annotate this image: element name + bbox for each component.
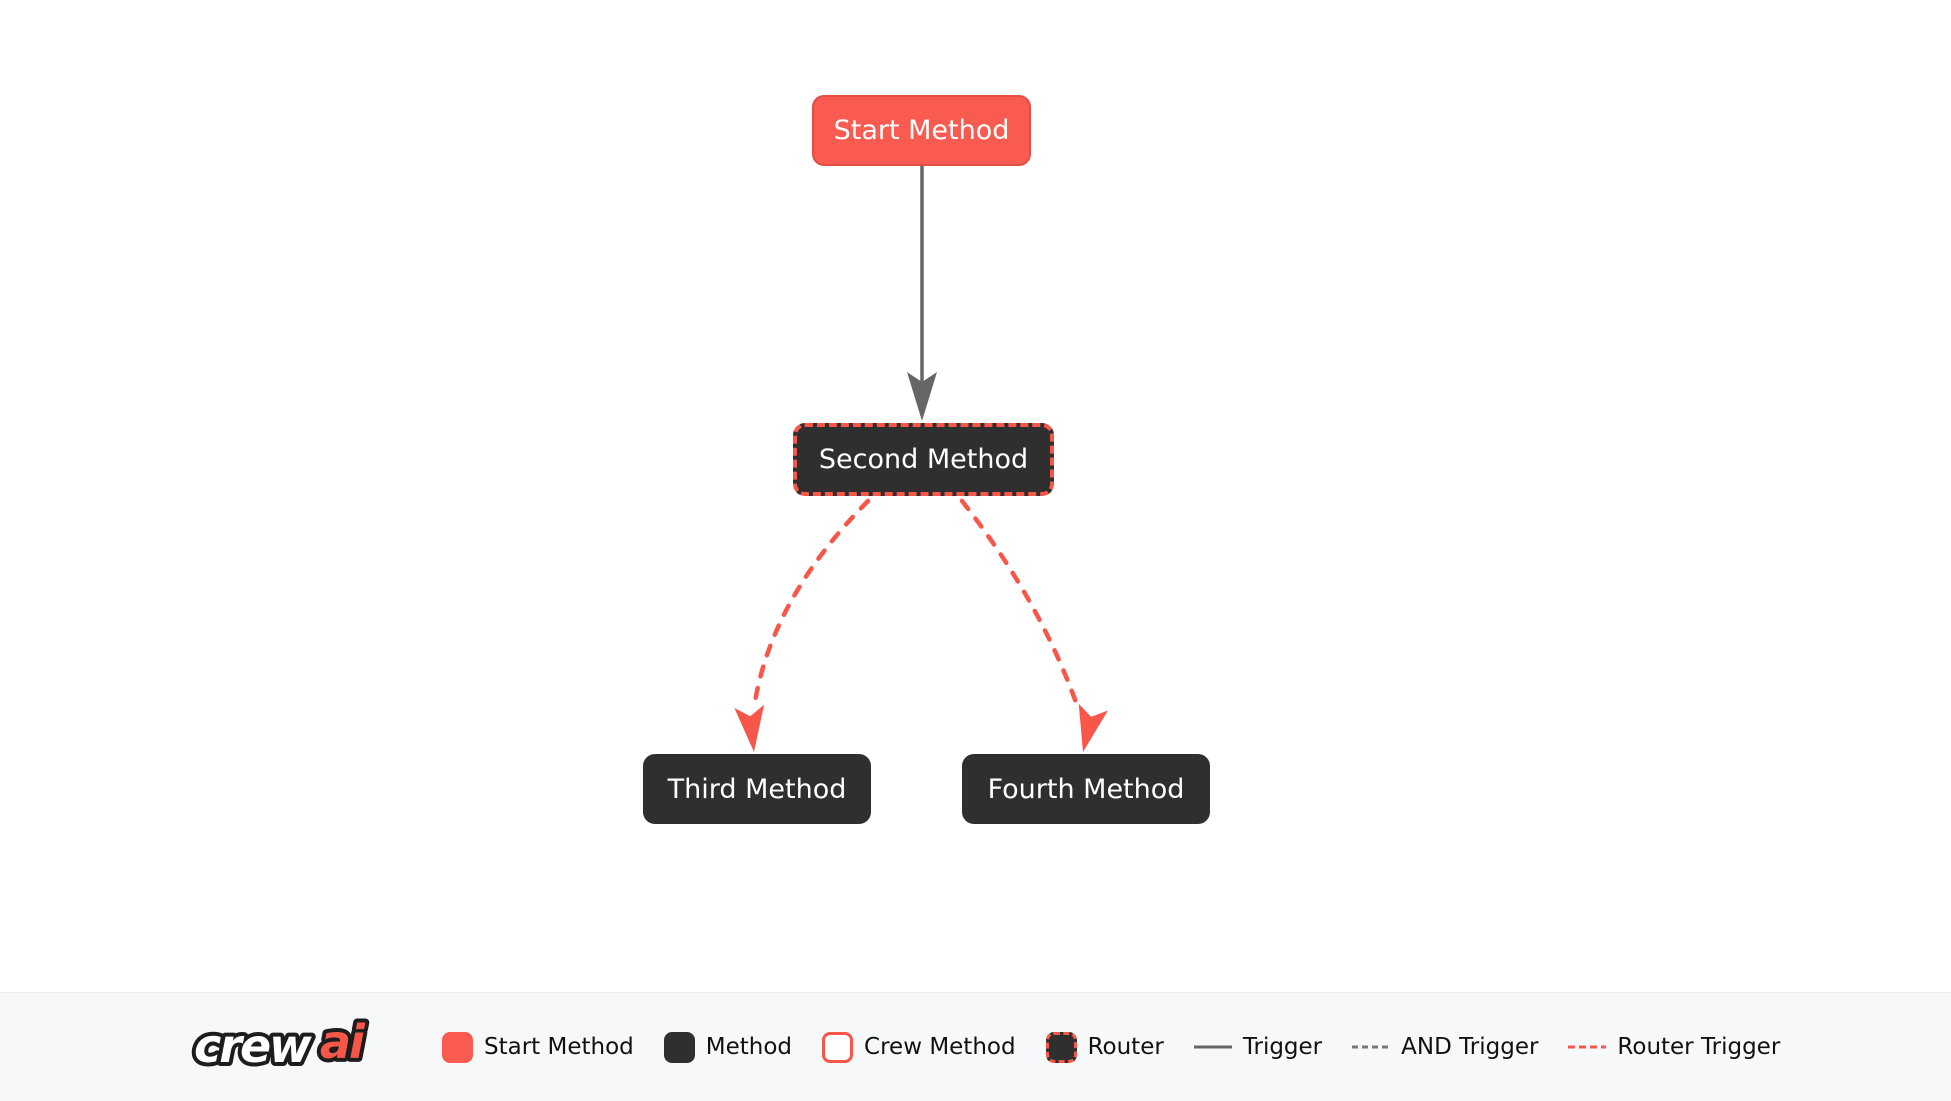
legend-item-method: Method [663, 1031, 793, 1063]
and-trigger-line [1352, 1045, 1391, 1049]
trigger-line [1193, 1045, 1232, 1049]
logo-text-ai: ai [320, 1015, 366, 1069]
crew-method-swatch [822, 1031, 854, 1063]
edge-router-trigger-second-to-third [734, 498, 871, 752]
legend-label: Trigger [1242, 1034, 1323, 1060]
arrowhead-router-trigger-right [1078, 703, 1108, 752]
start-method-swatch [442, 1031, 473, 1063]
arrowhead-router-trigger-left [734, 704, 765, 752]
legend-label: Start Method [484, 1034, 634, 1060]
arrowhead-trigger [907, 372, 937, 421]
node-third-method[interactable]: Third Method [643, 754, 871, 824]
legend-item-and-trigger: AND Trigger [1352, 1034, 1538, 1060]
edge-router-trigger-second-to-fourth [959, 498, 1108, 752]
method-swatch [663, 1031, 695, 1063]
legend-label: AND Trigger [1401, 1034, 1539, 1060]
legend-label: Crew Method [864, 1034, 1016, 1060]
node-fourth-method[interactable]: Fourth Method [962, 754, 1210, 824]
legend-label: Router [1087, 1034, 1164, 1060]
legend-item-router: Router [1045, 1031, 1164, 1063]
legend-label: Router Trigger [1617, 1034, 1781, 1060]
legend-item-start-method: Start Method [442, 1031, 634, 1063]
legend-item-trigger: Trigger [1193, 1034, 1323, 1060]
edges-layer [734, 166, 1108, 752]
node-second-method-router[interactable]: Second Method [793, 423, 1054, 496]
node-start-method[interactable]: Start Method [812, 95, 1031, 166]
router-trigger-line [1568, 1045, 1607, 1049]
legend-label: Method [705, 1034, 793, 1060]
edge-trigger-start-to-second [907, 166, 937, 421]
router-swatch [1045, 1031, 1077, 1063]
legend-item-router-trigger: Router Trigger [1568, 1034, 1780, 1060]
logo-text-crew: crew [194, 1019, 312, 1073]
legend-item-crew-method: Crew Method [822, 1031, 1016, 1063]
crewai-logo: crew ai [190, 1013, 372, 1077]
flow-diagram-canvas[interactable]: Start Method Second Method Third Method … [0, 0, 1951, 992]
legend-bar: crew ai Start Method Method Crew Method … [0, 992, 1951, 1101]
